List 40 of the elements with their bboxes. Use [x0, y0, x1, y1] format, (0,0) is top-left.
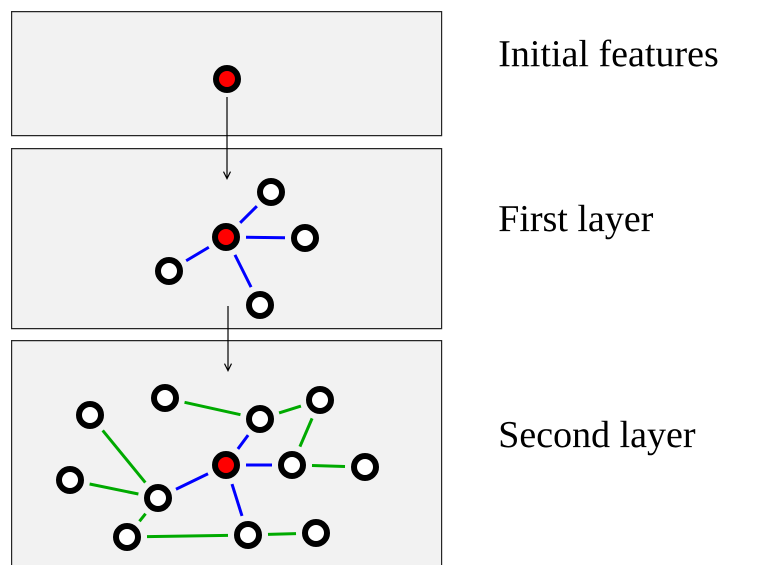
graph-edge [239, 205, 258, 224]
graph-node [113, 523, 141, 551]
feature-node [213, 65, 241, 93]
layer-label: Second layer [500, 420, 696, 456]
graph-node [76, 401, 104, 429]
graph-edge [185, 246, 210, 262]
graph-node [257, 178, 285, 206]
graph-node [302, 519, 330, 547]
graph-node [306, 386, 334, 414]
graph-edge [175, 472, 209, 491]
graph-edge [298, 418, 314, 448]
layer-arrow [224, 306, 232, 372]
graph-node [291, 224, 319, 252]
graph-node [56, 466, 84, 494]
graph-node [351, 453, 379, 481]
graph-node [155, 257, 183, 285]
graph-node [151, 384, 179, 412]
graph-edge [312, 464, 346, 468]
graph-edge [146, 534, 228, 538]
layer-label: Initial features [500, 39, 718, 67]
feature-node [212, 223, 240, 251]
layer-label: First layer [499, 204, 654, 240]
graph-edge [246, 464, 272, 466]
graph-edge [138, 512, 147, 522]
layer-arrow [222, 97, 232, 180]
graph-edge [278, 404, 302, 414]
graph-edge [234, 254, 252, 288]
graph-edge [268, 532, 296, 536]
graph-edge [184, 400, 241, 416]
graph-node [246, 291, 274, 319]
feature-node [212, 451, 240, 479]
graph-node [278, 451, 306, 479]
graph-edge [102, 430, 146, 484]
graph-node [246, 405, 274, 433]
graph-edge [89, 482, 139, 496]
graph-edge [230, 484, 244, 516]
graph-edge [246, 236, 286, 240]
graph-node [234, 521, 262, 549]
graph-edge [236, 434, 250, 450]
graph-node [144, 484, 172, 512]
